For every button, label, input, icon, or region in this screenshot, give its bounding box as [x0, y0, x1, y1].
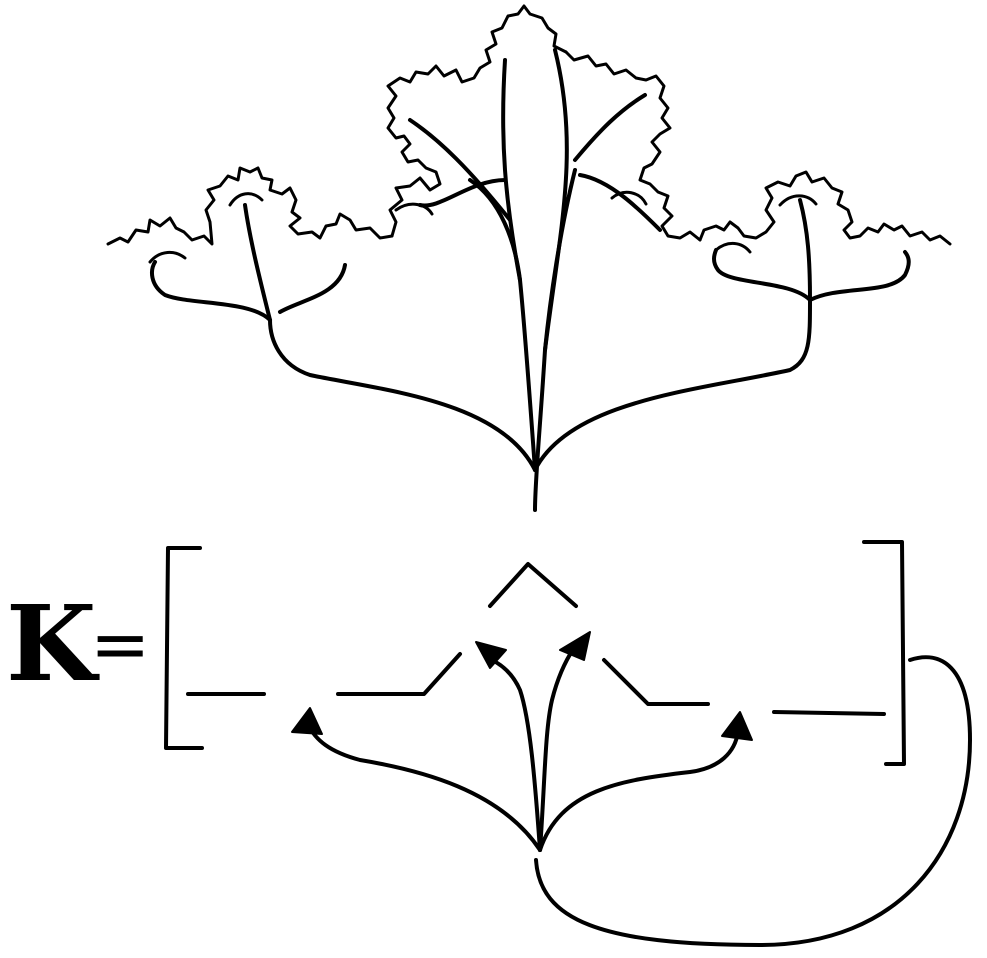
segment-3-peak — [488, 562, 578, 608]
symbol-k: K — [6, 582, 97, 705]
arrow-stem-center-right — [538, 646, 576, 852]
right-bracket — [862, 540, 906, 766]
branch-center-right — [543, 48, 569, 352]
fractal-inner-left — [148, 192, 434, 264]
segment-4 — [602, 658, 710, 706]
arrow-stem-right — [538, 730, 740, 852]
fractal-outline-center-right — [564, 50, 702, 242]
branch-up-left-low — [418, 178, 507, 208]
arrowhead-left-icon — [291, 707, 323, 735]
branch-right-3 — [798, 198, 812, 302]
fractal-inner-right — [610, 190, 818, 254]
fractal-outline-right — [698, 170, 952, 246]
arrowhead-center-left-icon — [475, 641, 507, 669]
arrowhead-right-icon — [721, 711, 753, 741]
branch-up-right — [573, 93, 647, 162]
branch-up-right-low — [578, 173, 662, 232]
arrowhead-center-right-icon — [559, 631, 591, 661]
branch-right-2 — [712, 248, 812, 302]
branch-up-left — [408, 118, 512, 222]
branch-left-3 — [243, 203, 272, 322]
arrow-stem-left — [306, 722, 542, 852]
tree-trunk-left — [468, 178, 537, 472]
segment-5 — [772, 710, 886, 716]
segment-2 — [336, 652, 462, 696]
left-bracket — [164, 546, 204, 750]
return-loop — [534, 655, 972, 947]
equals-sign: = — [90, 602, 151, 686]
fractal-outline-center-left — [386, 4, 568, 238]
branch-center-left — [501, 58, 522, 282]
branch-right-1 — [808, 250, 911, 302]
branch-left-main — [268, 318, 537, 472]
branch-left-2 — [278, 263, 347, 314]
arrow-stem-center-left — [490, 658, 542, 852]
fractal-outline-left — [106, 166, 394, 246]
branch-left-1 — [150, 260, 272, 322]
branch-right-main — [533, 298, 812, 472]
